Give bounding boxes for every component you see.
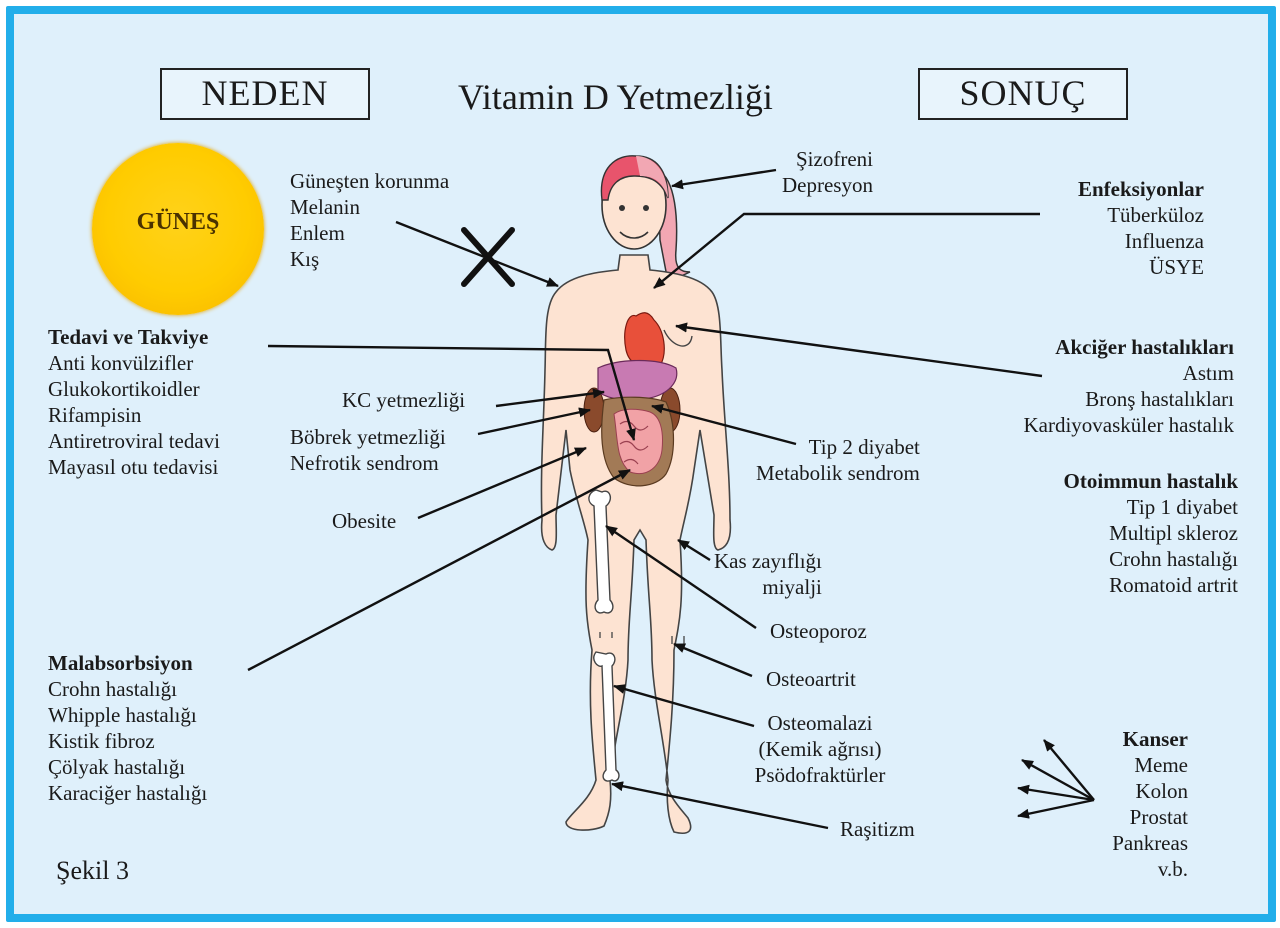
list-item: Multipl skleroz bbox=[1064, 520, 1238, 546]
arrow-muscle bbox=[678, 540, 710, 560]
kidney-block: Böbrek yetmezliği Nefrotik sendrom bbox=[290, 424, 446, 476]
list-item: Whipple hastalığı bbox=[48, 702, 207, 728]
list-item: Astım bbox=[1023, 360, 1234, 386]
arrow-cancer-4 bbox=[1018, 800, 1094, 816]
list-item: Meme bbox=[1112, 752, 1188, 778]
psych-block: Şizofreni Depresyon bbox=[782, 146, 873, 198]
list-item: Kas zayıflığı bbox=[714, 548, 822, 574]
osteoarthritis-label: Osteoartrit bbox=[766, 666, 856, 692]
list-item: Crohn hastalığı bbox=[48, 676, 207, 702]
arrow-infection bbox=[654, 214, 1040, 288]
lung-block: Akciğer hastalıkları Astım Bronş hastalı… bbox=[1023, 334, 1234, 438]
treatment-title: Tedavi ve Takviye bbox=[48, 324, 220, 350]
cancer-block: Kanser Meme Kolon Prostat Pankreas v.b. bbox=[1112, 726, 1188, 882]
list-item: Metabolik sendrom bbox=[756, 460, 920, 486]
list-item: Rifampisin bbox=[48, 402, 220, 428]
list-item: Tip 2 diyabet bbox=[756, 434, 920, 460]
arrow-osteomalacia bbox=[614, 686, 754, 726]
cancer-title: Kanser bbox=[1112, 726, 1188, 752]
osteomalacia-block: Osteomalazi (Kemik ağrısı) Psödofraktürl… bbox=[740, 710, 900, 788]
list-item: Bronş hastalıkları bbox=[1023, 386, 1234, 412]
list-item: ÜSYE bbox=[1078, 254, 1204, 280]
list-item: Romatoid artrit bbox=[1064, 572, 1238, 598]
list-item: Tüberküloz bbox=[1078, 202, 1204, 228]
arrow-osteoarthritis bbox=[674, 644, 752, 676]
arrow-psych bbox=[672, 170, 776, 186]
list-item: Prostat bbox=[1112, 804, 1188, 830]
rickets-label: Raşitizm bbox=[840, 816, 915, 842]
list-item: Karaciğer hastalığı bbox=[48, 780, 207, 806]
sun-block-list: Güneşten korunma Melanin Enlem Kış bbox=[290, 168, 449, 272]
list-item: Kardiyovasküler hastalık bbox=[1023, 412, 1234, 438]
arrow-rickets bbox=[612, 784, 828, 828]
obesity-label: Obesite bbox=[332, 508, 396, 534]
list-item: Anti konvülzifler bbox=[48, 350, 220, 376]
block-x-icon bbox=[464, 230, 512, 284]
list-item: Kolon bbox=[1112, 778, 1188, 804]
list-item: miyalji bbox=[714, 574, 822, 600]
arrow-lung bbox=[676, 326, 1042, 376]
list-item: Güneşten korunma bbox=[290, 168, 449, 194]
arrow-malabsorption bbox=[248, 470, 630, 670]
infections-title: Enfeksiyonlar bbox=[1078, 176, 1204, 202]
list-item: Şizofreni bbox=[782, 146, 873, 172]
infections-block: Enfeksiyonlar Tüberküloz Influenza ÜSYE bbox=[1078, 176, 1204, 280]
list-item: Glukokortikoidler bbox=[48, 376, 220, 402]
list-item: v.b. bbox=[1112, 856, 1188, 882]
kc-label: KC yetmezliği bbox=[342, 387, 465, 413]
diabetes2-block: Tip 2 diyabet Metabolik sendrom bbox=[756, 434, 920, 486]
list-item: Tip 1 diyabet bbox=[1064, 494, 1238, 520]
list-item: Antiretroviral tedavi bbox=[48, 428, 220, 454]
figure-label: Şekil 3 bbox=[56, 858, 129, 884]
malabsorption-block: Malabsorbsiyon Crohn hastalığı Whipple h… bbox=[48, 650, 207, 806]
list-item: Crohn hastalığı bbox=[1064, 546, 1238, 572]
list-item: Böbrek yetmezliği bbox=[290, 424, 446, 450]
arrow-cancer-1 bbox=[1044, 740, 1094, 800]
list-item: Çölyak hastalığı bbox=[48, 754, 207, 780]
list-item: Kistik fibroz bbox=[48, 728, 207, 754]
list-item: Influenza bbox=[1078, 228, 1204, 254]
autoimmune-title: Otoimmun hastalık bbox=[1064, 468, 1238, 494]
malabsorption-title: Malabsorbsiyon bbox=[48, 650, 207, 676]
muscle-block: Kas zayıflığı miyalji bbox=[714, 548, 822, 600]
list-item: Osteomalazi bbox=[740, 710, 900, 736]
list-item: Depresyon bbox=[782, 172, 873, 198]
list-item: Psödofraktürler bbox=[740, 762, 900, 788]
list-item: Pankreas bbox=[1112, 830, 1188, 856]
list-item: Mayasıl otu tedavisi bbox=[48, 454, 220, 480]
list-item: Nefrotik sendrom bbox=[290, 450, 446, 476]
treatment-block: Tedavi ve Takviye Anti konvülzifler Gluk… bbox=[48, 324, 220, 480]
list-item: Melanin bbox=[290, 194, 449, 220]
osteoporosis-label: Osteoporoz bbox=[770, 618, 867, 644]
list-item: Enlem bbox=[290, 220, 449, 246]
list-item: (Kemik ağrısı) bbox=[740, 736, 900, 762]
list-item: Kış bbox=[290, 246, 449, 272]
autoimmune-block: Otoimmun hastalık Tip 1 diyabet Multipl … bbox=[1064, 468, 1238, 598]
lung-title: Akciğer hastalıkları bbox=[1023, 334, 1234, 360]
